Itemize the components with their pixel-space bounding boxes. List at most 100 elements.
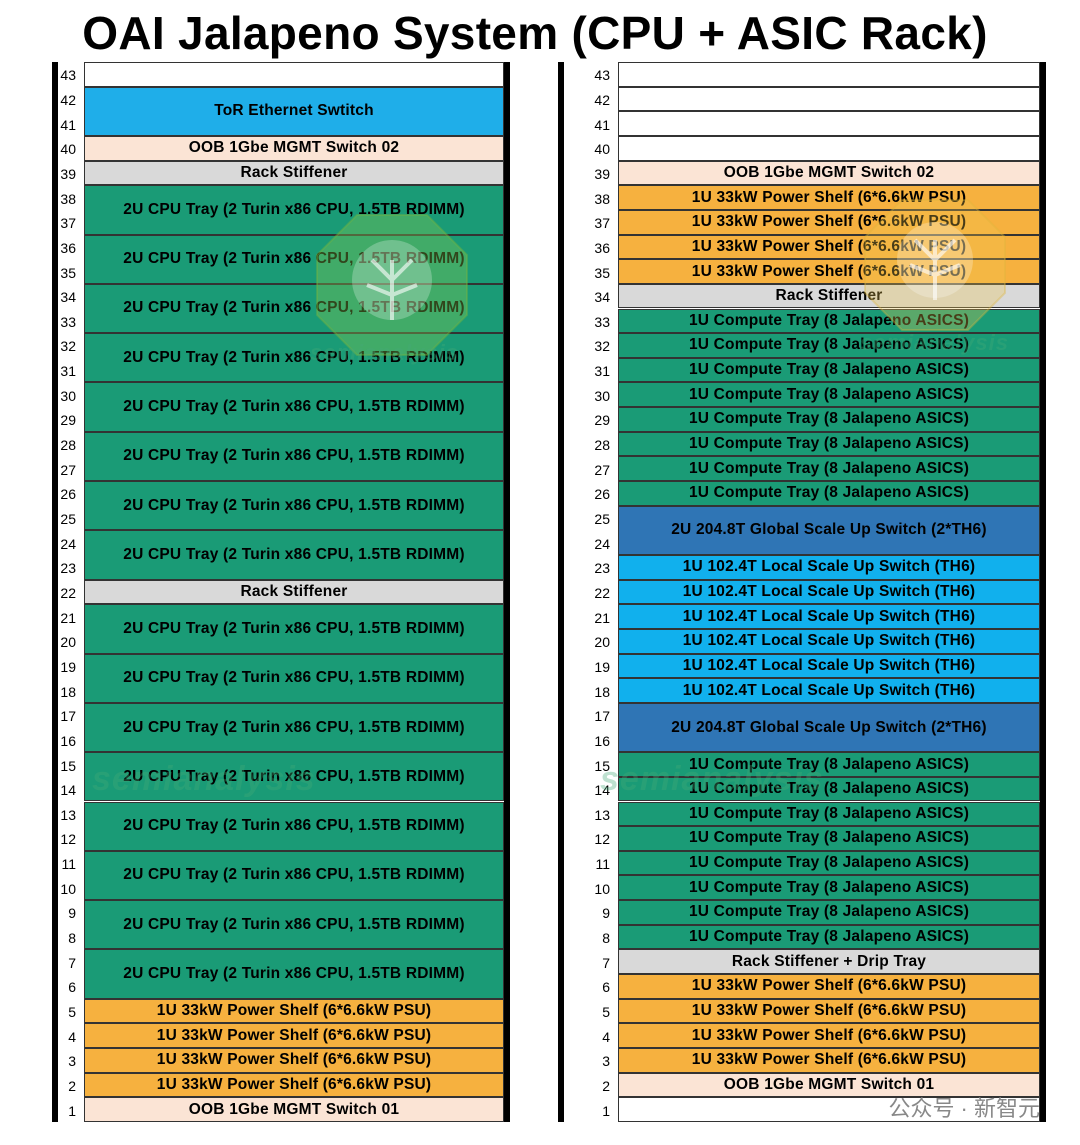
rack-unit-number: 1: [602, 1102, 610, 1119]
rack-unit-number: 41: [60, 116, 76, 133]
rack-slot-compute: 1U Compute Tray (8 Jalapeno ASICS): [618, 776, 1040, 802]
rack-slot-empty: [618, 86, 1040, 112]
watermark-brand: semianalysis: [92, 760, 316, 798]
rack-unit-number: 2: [602, 1077, 610, 1094]
rack-slot-compute: 1U Compute Tray (8 Jalapeno ASICS): [618, 308, 1040, 334]
rack-unit-number: 13: [594, 806, 610, 823]
rack-slot-empty: [618, 1097, 1040, 1122]
rack-slot-cpu: 2U CPU Tray (2 Turin x86 CPU, 1.5TB RDIM…: [84, 949, 504, 999]
rack-unit-number: 19: [60, 658, 76, 675]
rack-unit-number: 25: [594, 511, 610, 528]
rack-slot-empty: [618, 111, 1040, 136]
watermark-brand: semianalysis: [600, 760, 824, 798]
rack-slot-cpu: 2U CPU Tray (2 Turin x86 CPU, 1.5TB RDIM…: [84, 850, 504, 901]
rack-slot-power: 1U 33kW Power Shelf (6*6.6kW PSU): [84, 998, 504, 1024]
rack-slot-power: 1U 33kW Power Shelf (6*6.6kW PSU): [618, 185, 1040, 210]
rack-unit-number: 10: [594, 880, 610, 897]
rack-unit-number: 14: [594, 782, 610, 799]
rack-slot-oob: OOB 1Gbe MGMT Switch 01: [84, 1097, 504, 1122]
rack-unit-number: 18: [60, 683, 76, 700]
rack-unit-number: 12: [60, 831, 76, 848]
rack-unit-number: 29: [60, 412, 76, 429]
rack-unit-number: 24: [594, 535, 610, 552]
rack-slot-power: 1U 33kW Power Shelf (6*6.6kW PSU): [618, 974, 1040, 999]
rack-unit-number: 28: [60, 437, 76, 454]
rack-rail-right: [1040, 62, 1046, 1122]
rack-rail-left: [52, 62, 58, 1122]
rack-slot-oob: OOB 1Gbe MGMT Switch 02: [84, 135, 504, 161]
rack-slot-local-switch: 1U 102.4T Local Scale Up Switch (TH6): [618, 653, 1040, 679]
rack-unit-number: 37: [60, 215, 76, 232]
rack-unit-number: 32: [60, 338, 76, 355]
rack-unit-number: 22: [594, 584, 610, 601]
rack-slot-power: 1U 33kW Power Shelf (6*6.6kW PSU): [618, 209, 1040, 235]
rack-unit-number: 7: [68, 954, 76, 971]
rack-unit-number: 30: [594, 387, 610, 404]
rack-unit-number: 31: [594, 363, 610, 380]
rack-slot-tor: ToR Ethernet Swtitch: [84, 86, 504, 136]
rack-unit-number: 5: [68, 1004, 76, 1021]
rack-slot-cpu: 2U CPU Tray (2 Turin x86 CPU, 1.5TB RDIM…: [84, 283, 504, 334]
rack-unit-number: 42: [60, 91, 76, 108]
rack-unit-number: 35: [594, 264, 610, 281]
rack-unit-number: 27: [60, 461, 76, 478]
rack-unit-number: 23: [60, 560, 76, 577]
rack-unit-number: 42: [594, 91, 610, 108]
rack-unit-number: 17: [594, 708, 610, 725]
rack-slot-empty: [618, 135, 1040, 161]
rack-unit-number: 26: [594, 486, 610, 503]
rack-unit-number: 34: [594, 289, 610, 306]
rack-slot-compute: 1U Compute Tray (8 Jalapeno ASICS): [618, 333, 1040, 358]
rack-unit-number: 24: [60, 535, 76, 552]
rack-slot-empty: [84, 62, 504, 87]
rack-unit-number: 19: [594, 658, 610, 675]
rack-rail-left: [558, 62, 564, 1122]
rack-unit-number: 6: [602, 979, 610, 996]
rack-slot-compute: 1U Compute Tray (8 Jalapeno ASICS): [618, 850, 1040, 876]
rack-unit-number: 41: [594, 116, 610, 133]
rack-unit-number: 17: [60, 708, 76, 725]
rack-slot-compute: 1U Compute Tray (8 Jalapeno ASICS): [618, 875, 1040, 901]
rack-slot-cpu: 2U CPU Tray (2 Turin x86 CPU, 1.5TB RDIM…: [84, 801, 504, 851]
rack-unit-number: 12: [594, 831, 610, 848]
rack-unit-number: 39: [594, 165, 610, 182]
rack-slot-compute: 1U Compute Tray (8 Jalapeno ASICS): [618, 431, 1040, 457]
rack-unit-number: 21: [60, 609, 76, 626]
rack-unit-number: 36: [60, 239, 76, 256]
rack-slot-cpu: 2U CPU Tray (2 Turin x86 CPU, 1.5TB RDIM…: [84, 382, 504, 432]
rack-unit-number: 40: [594, 141, 610, 158]
rack-unit-number: 8: [602, 930, 610, 947]
rack-slot-empty: [618, 62, 1040, 87]
rack-unit-number: 34: [60, 289, 76, 306]
rack-slot-local-switch: 1U 102.4T Local Scale Up Switch (TH6): [618, 555, 1040, 580]
rack-slot-cpu: 2U CPU Tray (2 Turin x86 CPU, 1.5TB RDIM…: [84, 333, 504, 383]
rack-unit-number: 43: [594, 67, 610, 84]
rack-unit-number: 20: [594, 634, 610, 651]
rack-unit-number: 32: [594, 338, 610, 355]
rack-slot-cpu: 2U CPU Tray (2 Turin x86 CPU, 1.5TB RDIM…: [84, 530, 504, 580]
rack-unit-number: 3: [602, 1053, 610, 1070]
rack-slot-local-switch: 1U 102.4T Local Scale Up Switch (TH6): [618, 628, 1040, 654]
rack-unit-number: 6: [68, 979, 76, 996]
rack-unit-number: 9: [68, 905, 76, 922]
rack-slot-stiffener: Rack Stiffener: [84, 579, 504, 605]
rack-unit-number: 16: [60, 732, 76, 749]
rack-unit-number: 15: [60, 757, 76, 774]
rack-slot-power: 1U 33kW Power Shelf (6*6.6kW PSU): [84, 1023, 504, 1048]
rack-slot-cpu: 2U CPU Tray (2 Turin x86 CPU, 1.5TB RDIM…: [84, 234, 504, 284]
rack-slot-compute: 1U Compute Tray (8 Jalapeno ASICS): [618, 752, 1040, 777]
page-title: OAI Jalapeno System (CPU + ASIC Rack): [82, 7, 988, 59]
rack-slot-local-switch: 1U 102.4T Local Scale Up Switch (TH6): [618, 604, 1040, 629]
rack-unit-number: 30: [60, 387, 76, 404]
rack-slot-compute: 1U Compute Tray (8 Jalapeno ASICS): [618, 924, 1040, 950]
rack-rail-right: [504, 62, 510, 1122]
rack-slot-cpu: 2U CPU Tray (2 Turin x86 CPU, 1.5TB RDIM…: [84, 604, 504, 654]
rack-unit-number: 4: [68, 1028, 76, 1045]
footer-watermark: 公众号 · 新智元: [888, 1096, 1040, 1121]
rack-slot-stiffener: Rack Stiffener: [84, 160, 504, 186]
rack-slot-local-switch: 1U 102.4T Local Scale Up Switch (TH6): [618, 579, 1040, 605]
rack-unit-number: 3: [68, 1053, 76, 1070]
rack-unit-number: 14: [60, 782, 76, 799]
rack-slot-power: 1U 33kW Power Shelf (6*6.6kW PSU): [84, 1048, 504, 1073]
